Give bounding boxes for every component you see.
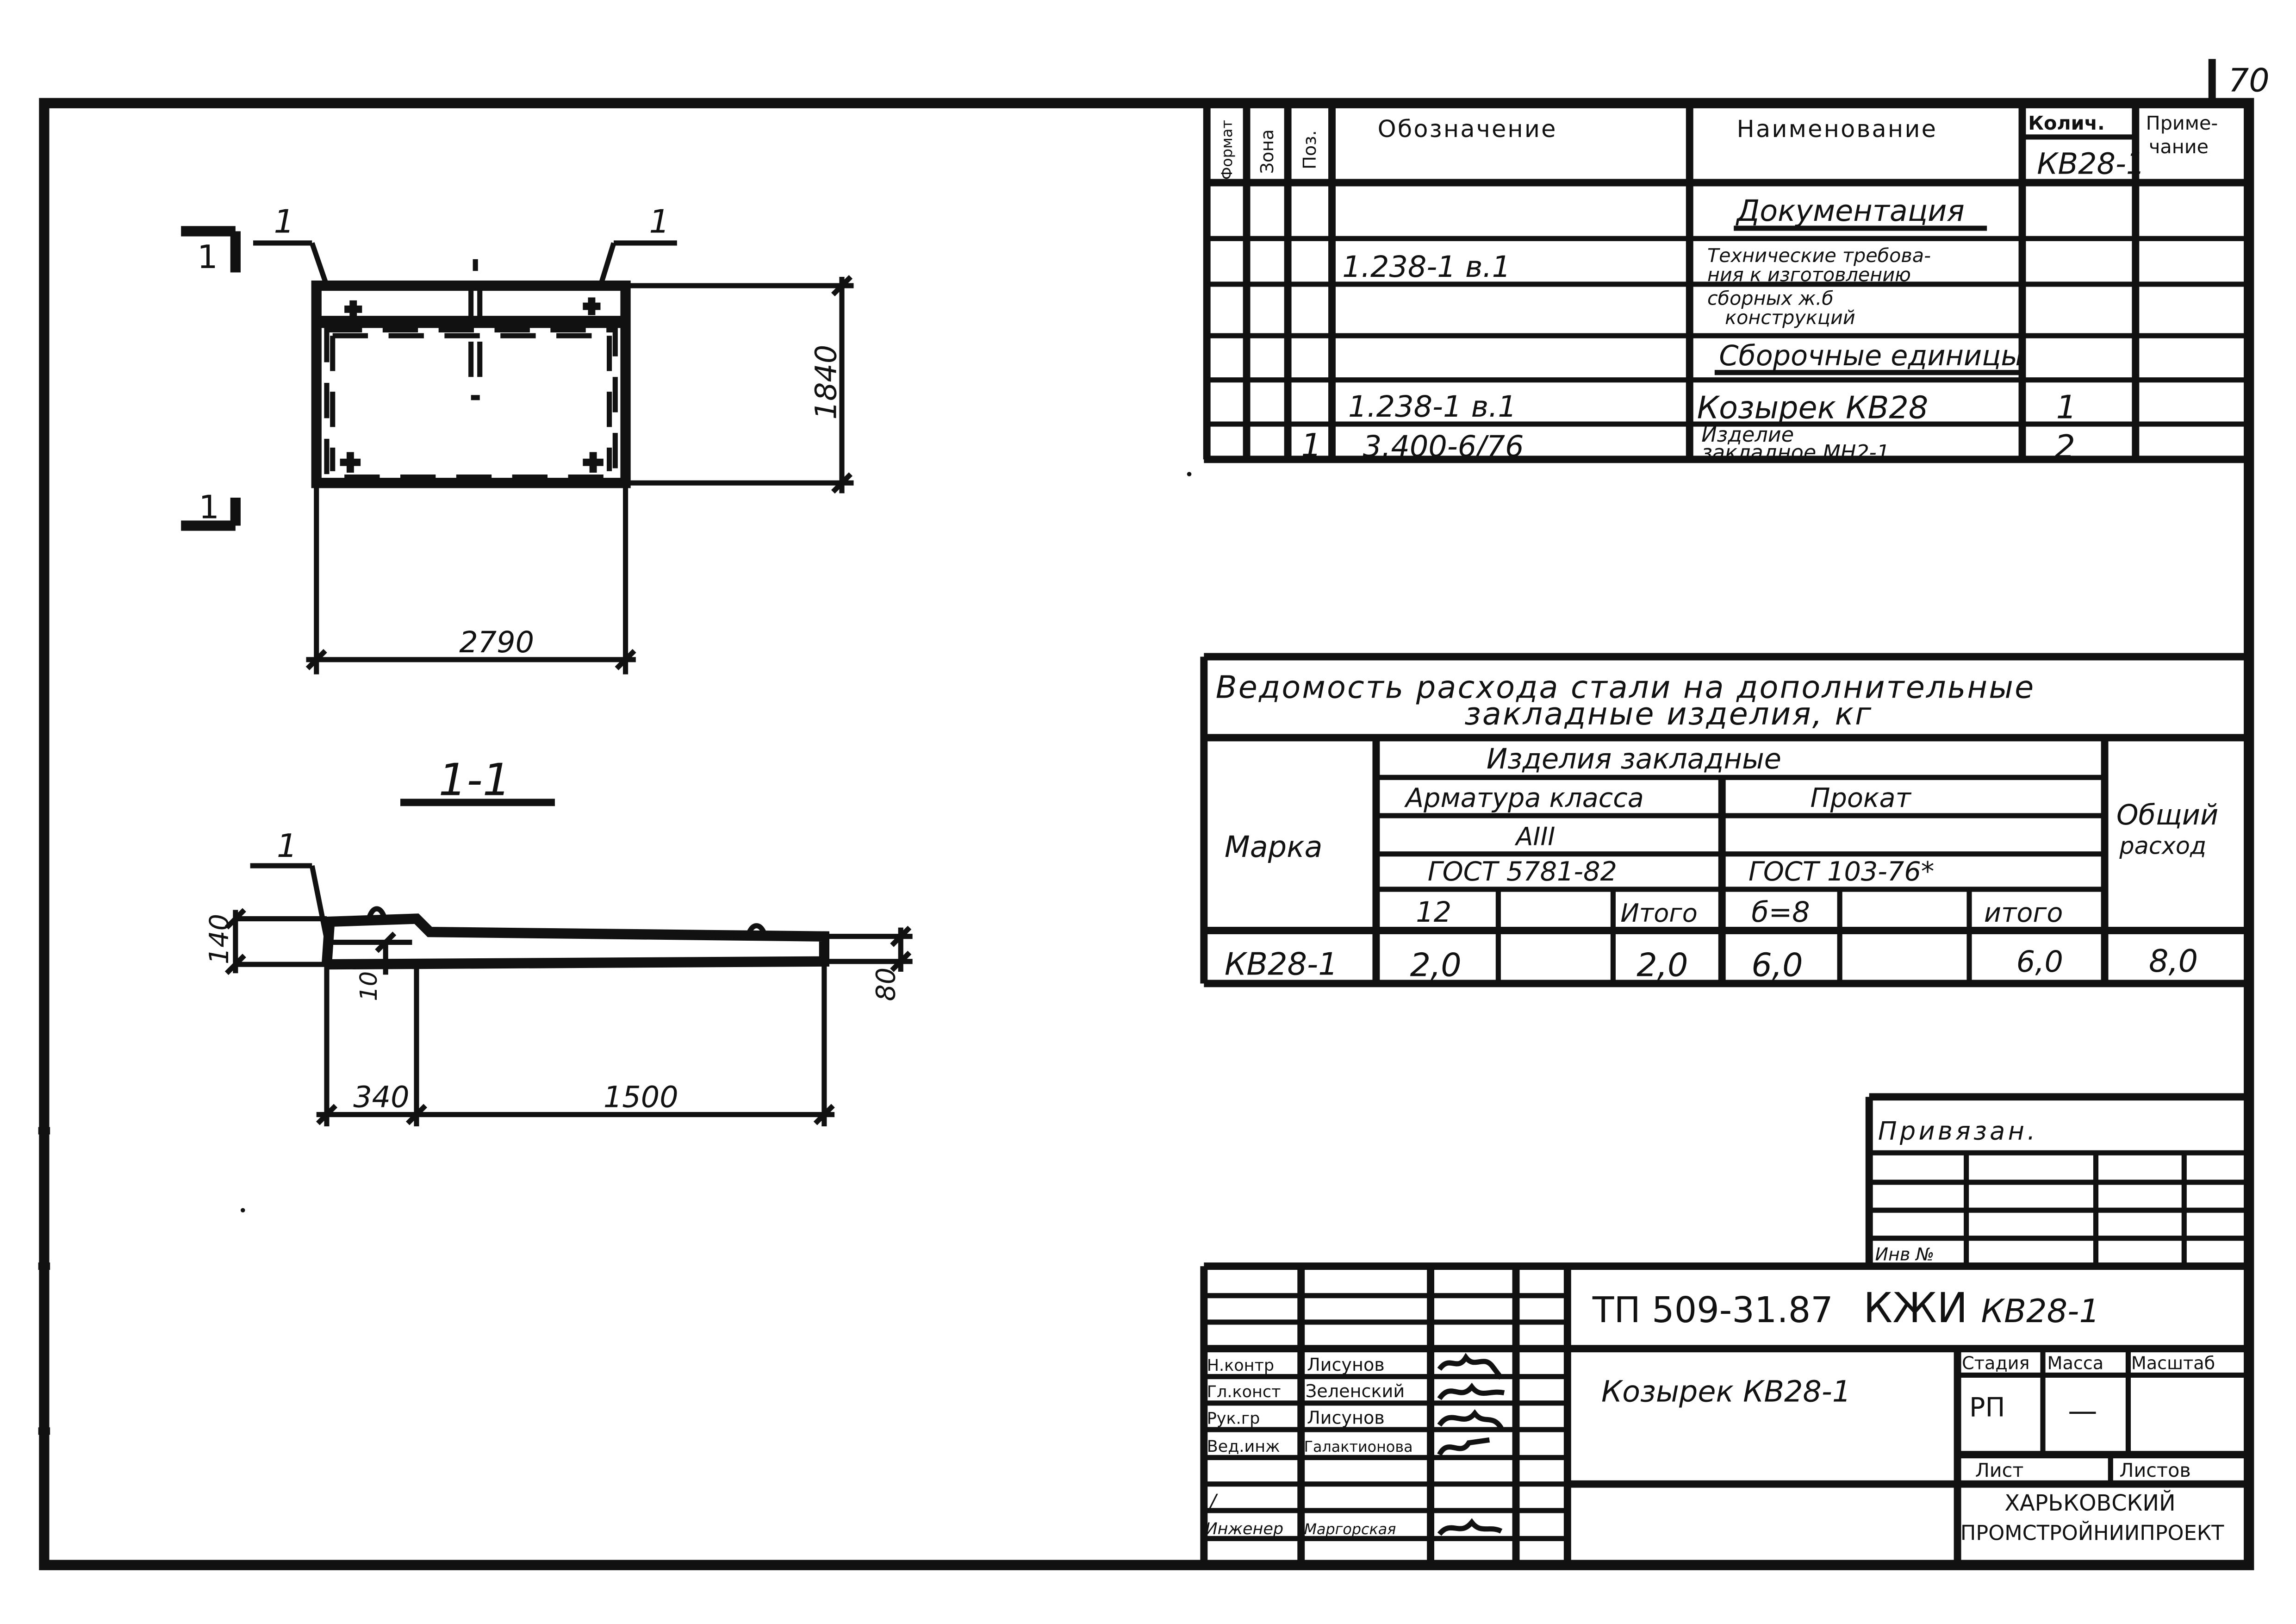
col-prokat: Прокат xyxy=(1811,783,1912,813)
steel-title-1: Ведомость расхода стали на дополнительны… xyxy=(1216,669,2035,706)
doc-name-line-3: сборных ж.б xyxy=(1707,287,1834,309)
header-name: Наименование xyxy=(1737,115,1938,143)
steel-table: Ведомость расхода стали на дополнительны… xyxy=(1200,653,2249,987)
doc-name-line-1: Технические требова- xyxy=(1707,244,1931,267)
doc-name-line-2: ния к изготовлению xyxy=(1707,264,1911,286)
row1-qty: 1 xyxy=(2056,388,2077,426)
header-qty: Колич. xyxy=(2028,112,2104,134)
section-assembly: Сборочные единицы xyxy=(1719,340,2023,372)
mass-value: — xyxy=(2068,1393,2097,1428)
row2-name-line-1: Изделие xyxy=(1701,423,1794,447)
header-zone: Зона xyxy=(1257,129,1277,174)
row2-designation: 3.400-6/76 xyxy=(1363,429,1524,463)
spec-table: Формат Зона Поз. Обозначение Наименовани… xyxy=(1203,103,2249,466)
col-gost-2: ГОСТ 103-76* xyxy=(1748,856,1934,887)
row2-pos: 1 xyxy=(1301,427,1322,464)
section-dim-80: 80 xyxy=(871,968,902,1001)
sig-name-6: Маргорская xyxy=(1304,1521,1396,1538)
row2-name-line-2: закладное МН2-1 xyxy=(1701,441,1890,464)
sig-name-2: Зеленский xyxy=(1306,1381,1405,1401)
binding-title: Привязан. xyxy=(1878,1117,2038,1146)
header-note-1: Приме- xyxy=(2146,112,2218,134)
section-mark-top: 1 xyxy=(197,238,218,276)
header-note-2: чание xyxy=(2149,136,2209,158)
sig-role-5: / xyxy=(1208,1490,1218,1512)
plan-callout-left: 1 xyxy=(274,203,295,241)
col-itogo-1: Итого xyxy=(1620,899,1697,928)
row1-name: Козырек КВ28 xyxy=(1697,389,1929,425)
sig-name-3: Лисунов xyxy=(1307,1407,1385,1428)
stage-value: РП xyxy=(1969,1392,2005,1423)
row-total: 8,0 xyxy=(2149,943,2198,979)
section-dim-140: 140 xyxy=(204,914,235,964)
row-vb8: 6,0 xyxy=(1751,947,1803,984)
sheet-frame: 70 xyxy=(38,59,2270,1570)
section-view: 1-1 1 140 10 80 340 xyxy=(204,754,913,1126)
title-block: ТП 509-31.87 КЖИ КВ28-1 Козырек КВ28-1 С… xyxy=(1200,1262,2249,1565)
header-qty-sub: КВ28-1 xyxy=(2037,146,2145,181)
org-line-2: ПРОМСТРОЙНИИПРОЕКТ xyxy=(1960,1521,2224,1545)
header-designation: Обозначение xyxy=(1378,115,1557,143)
col-armatura: Арматура класса xyxy=(1404,783,1644,813)
mass-label: Масса xyxy=(2047,1353,2104,1374)
row-mark: КВ28-1 xyxy=(1225,946,1338,982)
col-marka: Марка xyxy=(1225,830,1323,864)
plan-dim-width: 2790 xyxy=(459,625,534,659)
sig-name-4: Галактионова xyxy=(1304,1438,1413,1455)
doc-name-line-4: конструкций xyxy=(1725,306,1855,329)
section-documentation: Документация xyxy=(1736,194,1965,228)
col-b8: б=8 xyxy=(1751,896,1810,929)
row2-qty: 2 xyxy=(2054,428,2075,466)
col-gost-1: ГОСТ 5781-82 xyxy=(1428,856,1617,887)
sheet-number: 70 xyxy=(2228,62,2270,99)
sig-role-1: Н.контр xyxy=(1207,1356,1274,1375)
sig-role-6: Инженер xyxy=(1206,1520,1284,1538)
row-itogo2: 6,0 xyxy=(2016,944,2063,979)
section-mark-bottom: 1 xyxy=(199,489,219,526)
binding-inv: Инв № xyxy=(1875,1244,1934,1264)
col-itogo-2: итого xyxy=(1984,898,2063,928)
col-total: Общий xyxy=(2116,799,2218,831)
title-mark: КВ28-1 xyxy=(1981,1293,2099,1330)
section-dim-340: 340 xyxy=(353,1080,409,1114)
title-code: ТП 509-31.87 xyxy=(1592,1289,1833,1330)
stage-label: Стадия xyxy=(1962,1353,2029,1374)
plan-dim-height: 1840 xyxy=(809,345,843,420)
row1-designation: 1.238-1 в.1 xyxy=(1348,389,1517,424)
binding-box: Привязан. Инв № xyxy=(1865,1093,2249,1267)
row-v12: 2,0 xyxy=(1410,947,1462,984)
sig-role-2: Гл.конст xyxy=(1207,1383,1281,1401)
col-armatura-class: АIII xyxy=(1515,822,1556,851)
title-kzhi: КЖИ xyxy=(1863,1284,1968,1332)
sig-name-1: Лисунов xyxy=(1307,1355,1385,1375)
org-line-1: ХАРЬКОВСКИЙ xyxy=(2004,1490,2175,1516)
sig-role-3: Рук.гр xyxy=(1207,1409,1260,1428)
doc-designation: 1.238-1 в.1 xyxy=(1342,250,1511,284)
plan-view: 1 1 1 1 1840 2790 xyxy=(181,203,854,675)
signature-scribbles xyxy=(1437,1353,1505,1536)
col-12: 12 xyxy=(1416,896,1451,929)
scale-label: Масштаб xyxy=(2131,1353,2215,1374)
section-callout: 1 xyxy=(277,827,298,865)
col-total-2: расход xyxy=(2119,832,2206,860)
row-itogo1: 2,0 xyxy=(1636,947,1688,984)
col-izdelia: Изделия закладные xyxy=(1487,743,1781,775)
header-pos: Поз. xyxy=(1300,130,1320,169)
steel-title-2: закладные изделия, кг xyxy=(1464,696,1873,732)
object-name: Козырек КВ28-1 xyxy=(1601,1374,1851,1409)
header-format: Формат xyxy=(1219,120,1236,180)
sig-role-4: Вед.инж xyxy=(1207,1437,1280,1456)
sheet-label: Лист xyxy=(1975,1459,2024,1481)
section-title: 1-1 xyxy=(439,754,511,806)
sheets-label: Листов xyxy=(2119,1459,2190,1481)
section-dim-1500: 1500 xyxy=(604,1080,678,1114)
section-dim-10: 10 xyxy=(355,971,382,1001)
plan-callout-right: 1 xyxy=(649,203,670,241)
